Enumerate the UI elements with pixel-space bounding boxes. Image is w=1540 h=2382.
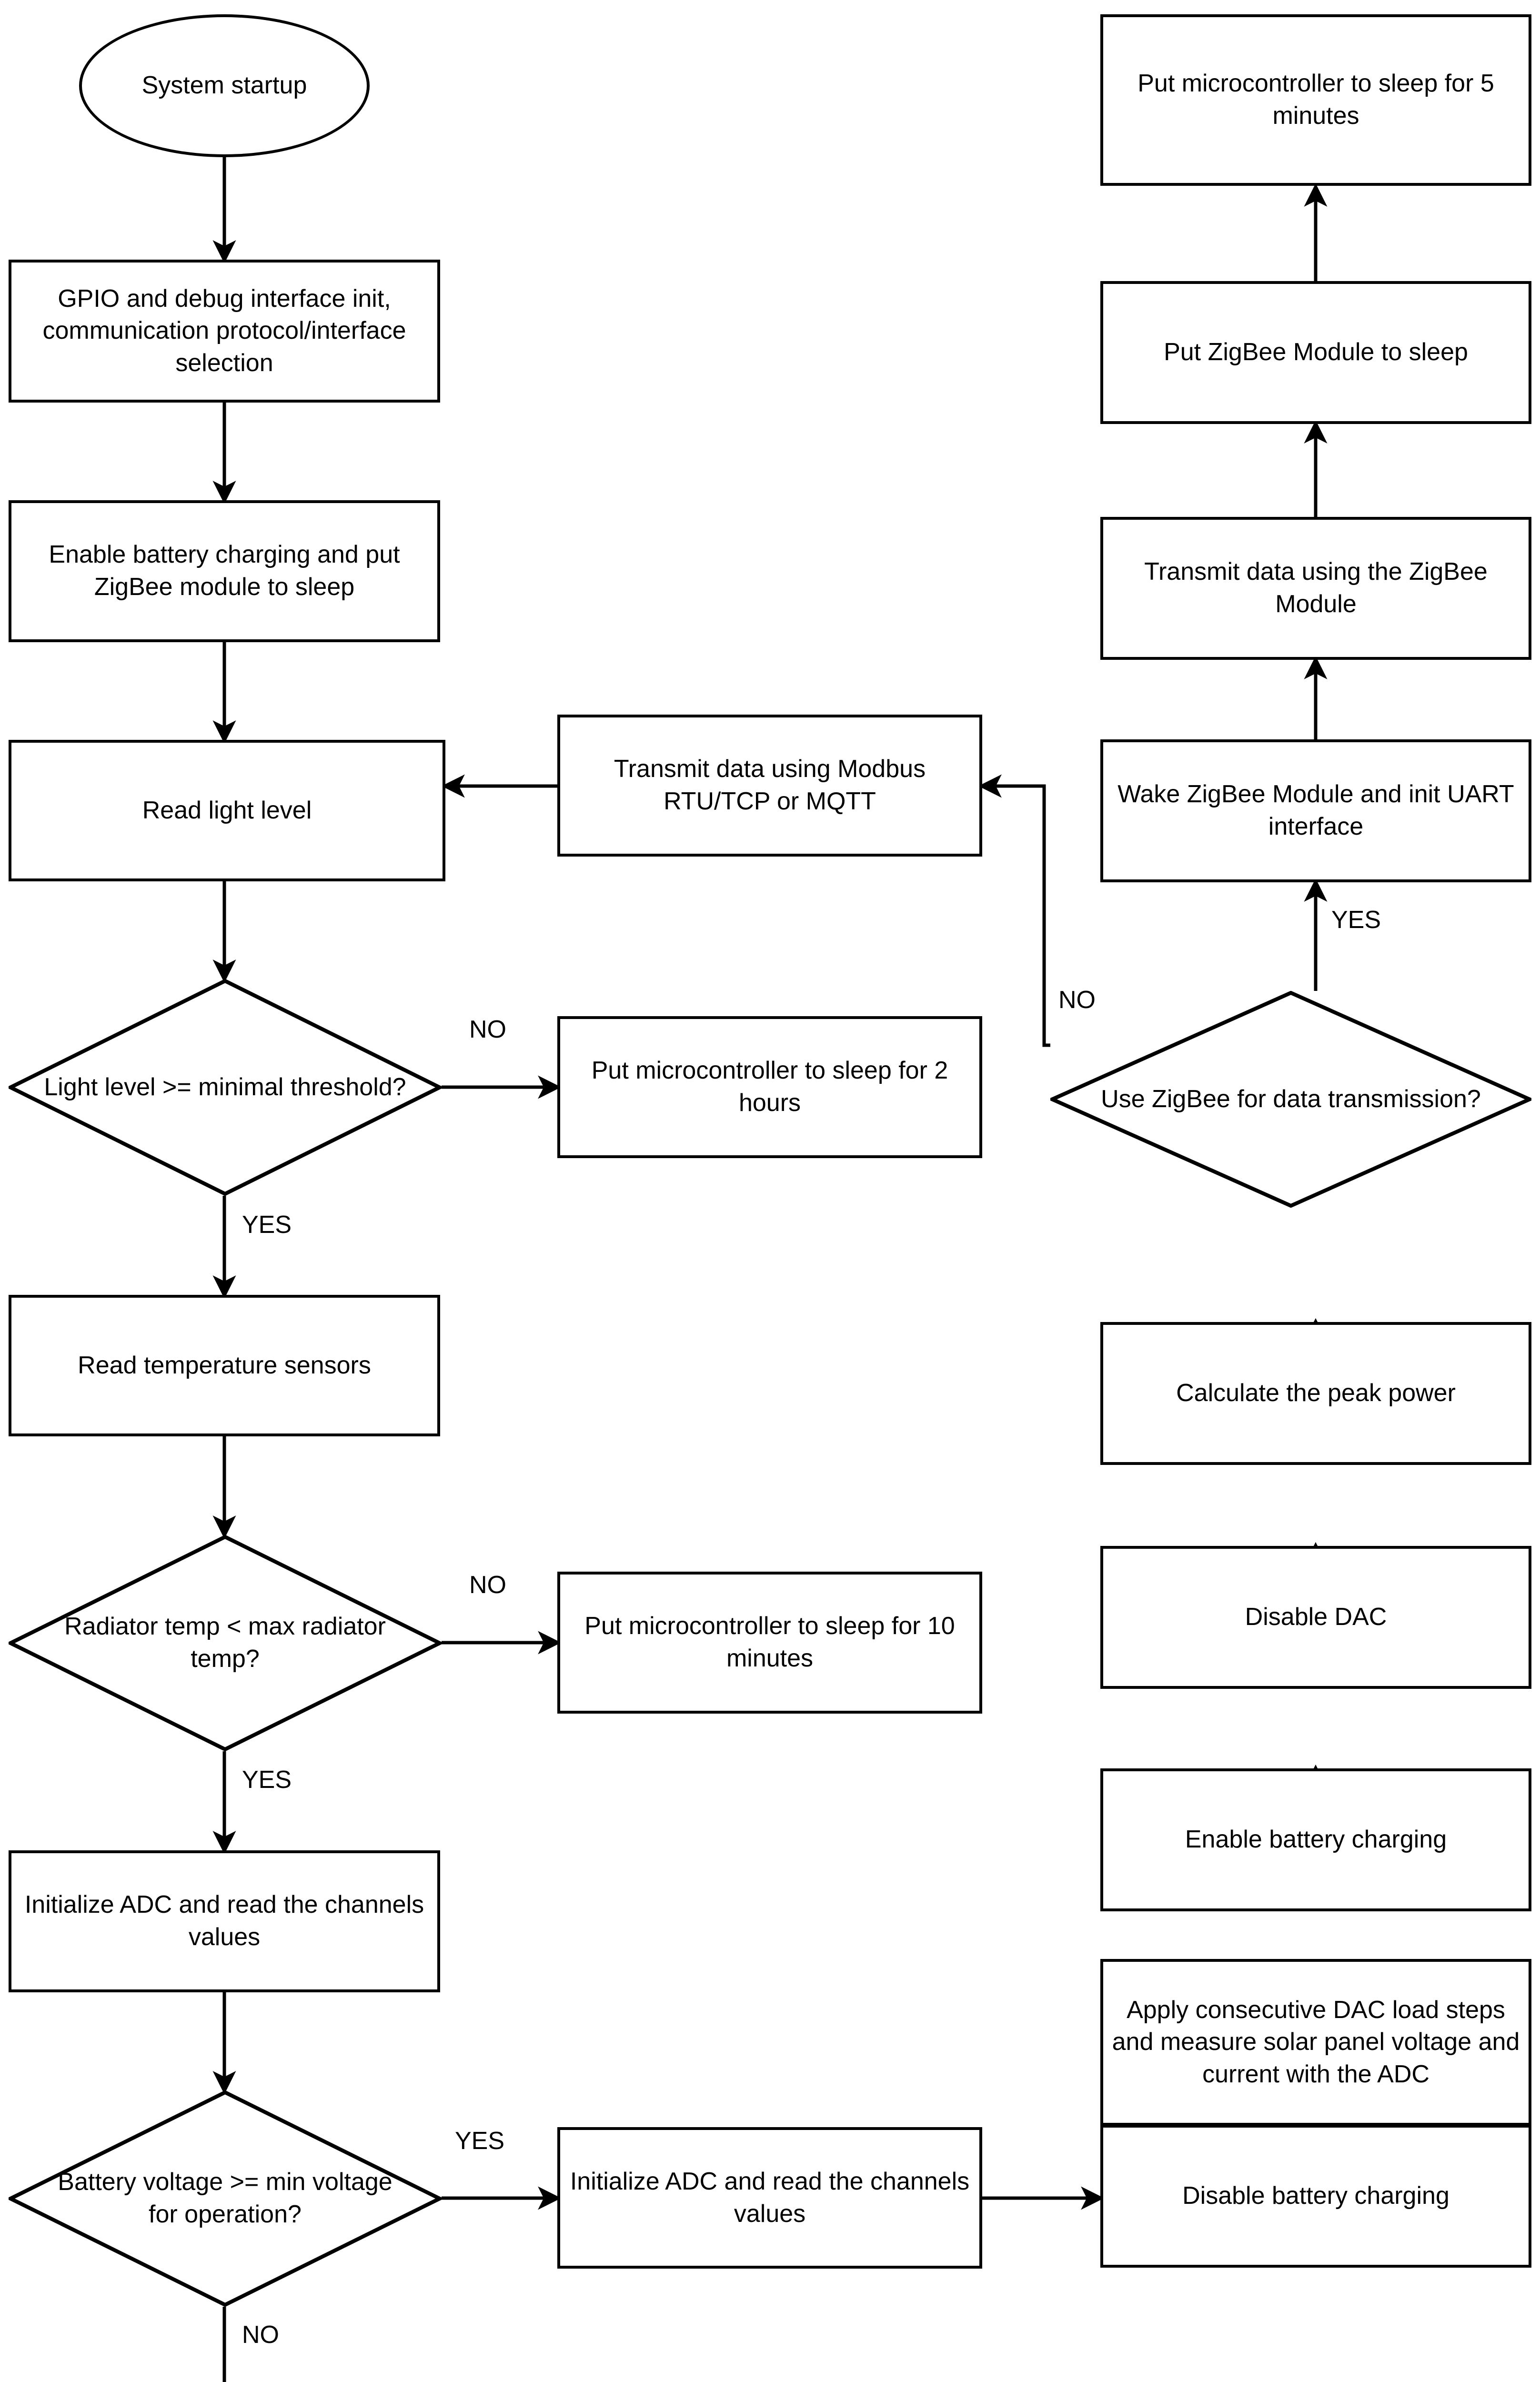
node-sleep-5-minutes[interactable]: Put microcontroller to sleep for 5 minut… — [1100, 14, 1531, 186]
node-label: Apply consecutive DAC load steps and mea… — [1112, 1996, 1520, 2088]
node-use-zigbee-decision[interactable]: Use ZigBee for data transmission? — [1050, 991, 1531, 1208]
node-label: Initialize ADC and read the channels val… — [570, 2167, 970, 2228]
node-wake-zigbee[interactable]: Wake ZigBee Module and init UART interfa… — [1100, 739, 1531, 882]
node-disable-battery-charging[interactable]: Disable battery charging — [1100, 2125, 1531, 2268]
node-radiator-temp-decision[interactable]: Radiator temp < max radiator temp? — [9, 1535, 442, 1751]
node-label: Wake ZigBee Module and init UART interfa… — [1117, 780, 1514, 840]
node-label: Enable battery charging — [1185, 1826, 1447, 1854]
node-enable-charging-sleep-zigbee[interactable]: Enable battery charging and put ZigBee m… — [9, 500, 440, 642]
edge-label-zigbee-no: NO — [1058, 986, 1096, 1014]
node-label: System startup — [141, 71, 307, 100]
node-transmit-zigbee[interactable]: Transmit data using the ZigBee Module — [1100, 517, 1531, 660]
node-label: Light level >= minimal threshold? — [44, 1073, 406, 1101]
node-label: GPIO and debug interface init, communica… — [42, 284, 406, 377]
node-label: Put ZigBee Module to sleep — [1164, 338, 1468, 366]
node-init-adc-left[interactable]: Initialize ADC and read the channels val… — [9, 1850, 440, 1992]
node-apply-dac-steps[interactable]: Apply consecutive DAC load steps and mea… — [1100, 1959, 1531, 2126]
node-transmit-modbus[interactable]: Transmit data using Modbus RTU/TCP or MQ… — [557, 715, 982, 857]
node-label: Calculate the peak power — [1176, 1379, 1456, 1407]
edge-label-battery-yes: YES — [455, 2127, 505, 2155]
node-label: Read temperature sensors — [78, 1351, 371, 1379]
node-label: Use ZigBee for data transmission? — [1101, 1085, 1481, 1113]
diamond-outline — [9, 1535, 442, 1751]
diamond-outline — [9, 2090, 442, 2307]
node-enable-battery-charging[interactable]: Enable battery charging — [1100, 1768, 1531, 1911]
node-label: Put microcontroller to sleep for 2 hours — [591, 1057, 948, 1117]
node-label: Put microcontroller to sleep for 10 minu… — [584, 1612, 955, 1672]
node-label: Initialize ADC and read the channels val… — [24, 1891, 424, 1951]
edge-label-light-yes: YES — [242, 1211, 292, 1239]
node-sleep-10-minutes[interactable]: Put microcontroller to sleep for 10 minu… — [557, 1572, 982, 1714]
node-disable-dac[interactable]: Disable DAC — [1100, 1546, 1531, 1689]
node-label: Disable battery charging — [1182, 2182, 1449, 2210]
node-gpio-init[interactable]: GPIO and debug interface init, communica… — [9, 260, 440, 403]
node-calculate-peak-power[interactable]: Calculate the peak power — [1100, 1322, 1531, 1465]
node-label: Battery voltage >= min voltage for opera… — [58, 2168, 393, 2228]
node-label: Disable DAC — [1245, 1603, 1387, 1631]
node-battery-voltage-decision[interactable]: Battery voltage >= min voltage for opera… — [9, 2090, 442, 2307]
edge-label-light-no: NO — [469, 1016, 506, 1043]
edge-label-battery-no: NO — [242, 2321, 279, 2349]
node-read-temp-sensors[interactable]: Read temperature sensors — [9, 1295, 440, 1436]
node-put-zigbee-sleep[interactable]: Put ZigBee Module to sleep — [1100, 281, 1531, 424]
diamond-outline — [9, 979, 442, 1196]
diamond-outline — [1050, 991, 1531, 1208]
node-sleep-2-hours[interactable]: Put microcontroller to sleep for 2 hours — [557, 1016, 982, 1158]
edge-zigbee-no-to-transmit-modbus — [978, 774, 1050, 1047]
edge-label-radiator-yes: YES — [242, 1766, 292, 1794]
node-read-light-level[interactable]: Read light level — [9, 740, 445, 881]
edge-label-zigbee-yes: YES — [1331, 906, 1381, 934]
node-label: Read light level — [142, 796, 312, 824]
node-init-adc-middle[interactable]: Initialize ADC and read the channels val… — [557, 2127, 982, 2269]
node-label: Transmit data using Modbus RTU/TCP or MQ… — [614, 755, 926, 815]
node-label: Radiator temp < max radiator temp? — [64, 1613, 386, 1673]
node-label: Put microcontroller to sleep for 5 minut… — [1137, 70, 1494, 130]
node-label: Transmit data using the ZigBee Module — [1144, 558, 1488, 618]
node-system-startup[interactable]: System startup — [79, 14, 370, 157]
node-label: Enable battery charging and put ZigBee m… — [49, 541, 400, 601]
edge-label-radiator-no: NO — [469, 1571, 506, 1599]
node-light-threshold-decision[interactable]: Light level >= minimal threshold? — [9, 979, 442, 1196]
